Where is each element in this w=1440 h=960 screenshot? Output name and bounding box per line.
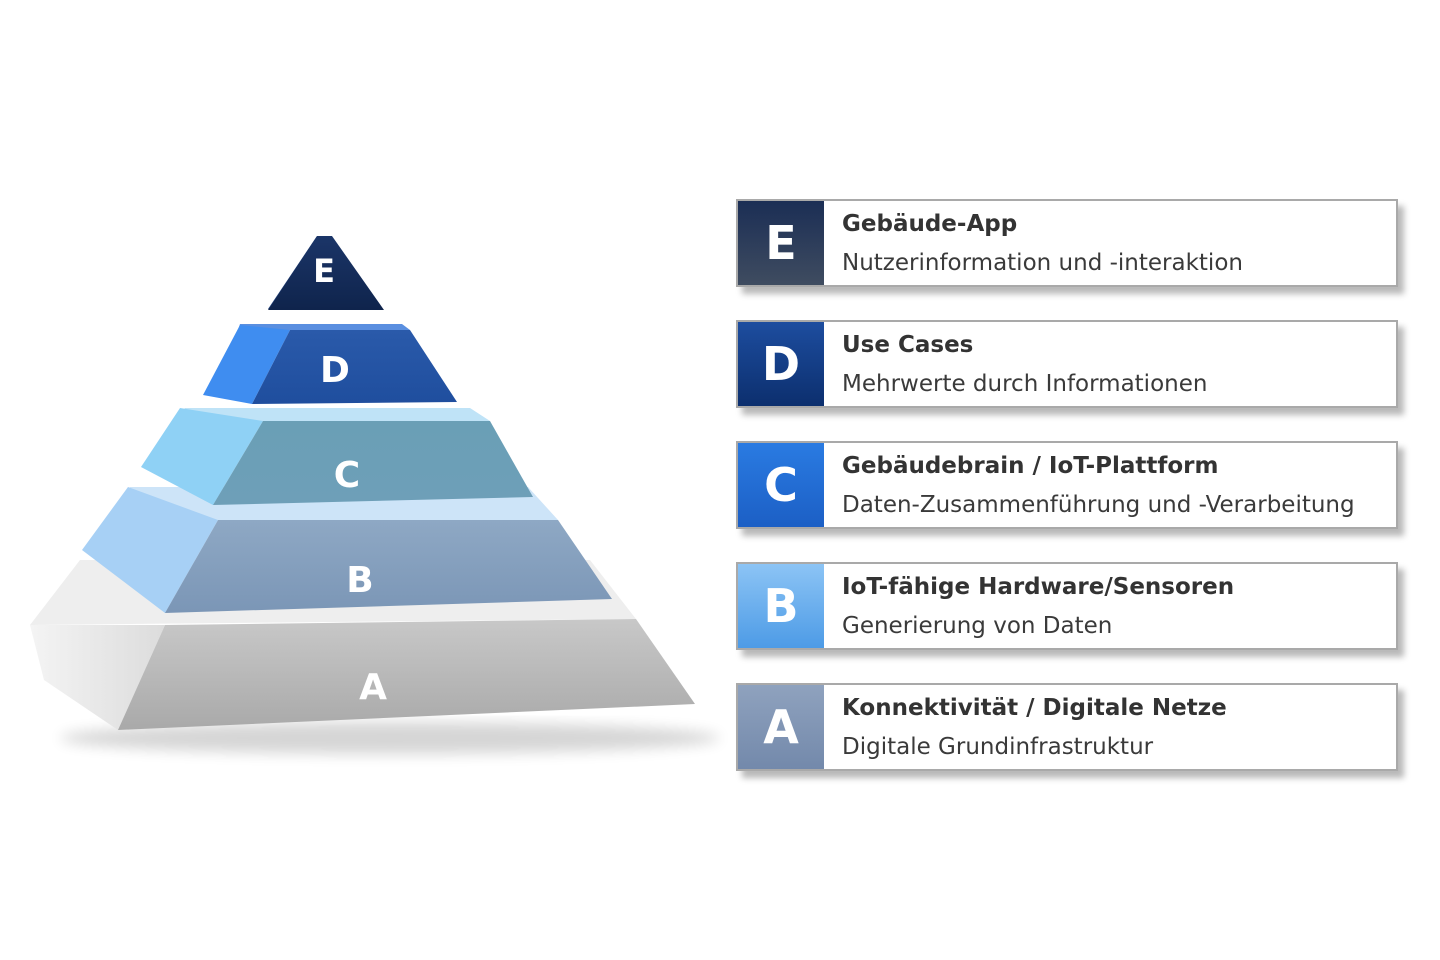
pyramid-level-e: E [268, 236, 384, 310]
legend-item-c: C Gebäudebrain / IoT-Plattform Daten-Zus… [736, 441, 1398, 529]
legend-item-d: D Use Cases Mehrwerte durch Informatione… [736, 320, 1398, 408]
level-b-left-face [82, 487, 218, 613]
pyramid-level-b: B [82, 487, 612, 613]
legend-subtitle-c: Daten-Zusammenführung und -Verarbeitung [842, 491, 1355, 518]
level-d-top [238, 324, 410, 330]
legend-subtitle-e: Nutzerinformation und -interaktion [842, 249, 1243, 276]
legend-item-e: E Gebäude-App Nutzerinformation und -int… [736, 199, 1398, 287]
level-c-top [175, 408, 490, 421]
legend-badge-b: B [738, 564, 824, 648]
legend-item-b: B IoT-fähige Hardware/Sensoren Generieru… [736, 562, 1398, 650]
level-a-front-face [118, 619, 695, 730]
legend-text-b: IoT-fähige Hardware/Sensoren Generierung… [824, 564, 1234, 648]
legend-text-d: Use Cases Mehrwerte durch Informationen [824, 322, 1207, 406]
legend-badge-c: C [738, 443, 824, 527]
legend-badge-a: A [738, 685, 824, 769]
legend-item-a: A Konnektivität / Digitale Netze Digital… [736, 683, 1398, 771]
legend-title-e: Gebäude-App [842, 210, 1018, 237]
level-e-front-face [268, 236, 384, 310]
pyramid-level-d: D [203, 324, 457, 404]
pyramid-letter-c: C [334, 455, 360, 496]
legend-title-c: Gebäudebrain / IoT-Plattform [842, 452, 1219, 479]
legend-title-d: Use Cases [842, 331, 974, 358]
legend-text-c: Gebäudebrain / IoT-Plattform Daten-Zusam… [824, 443, 1355, 527]
pyramid-letter-d: D [320, 350, 350, 391]
legend-title-b: IoT-fähige Hardware/Sensoren [842, 573, 1235, 600]
pyramid-shadow [60, 722, 720, 754]
pyramid-letter-e: E [313, 252, 335, 290]
legend-subtitle-a: Digitale Grundinfrastruktur [842, 733, 1154, 760]
pyramid-diagram: A B C D E [30, 236, 720, 754]
legend-subtitle-d: Mehrwerte durch Informationen [842, 370, 1208, 397]
level-d-left-face [203, 325, 290, 404]
legend-badge-d: D [738, 322, 824, 406]
legend-text-e: Gebäude-App Nutzerinformation und -inter… [824, 201, 1243, 285]
pyramid-level-c: C [141, 408, 533, 505]
level-c-left-face [141, 408, 263, 505]
level-a-left-face [30, 625, 165, 730]
level-c-front-face [213, 421, 533, 505]
legend-badge-e: E [738, 201, 824, 285]
pyramid-letter-b: B [346, 560, 373, 601]
level-d-front-face [252, 330, 457, 404]
level-b-front-face [165, 520, 612, 613]
legend-text-a: Konnektivität / Digitale Netze Digitale … [824, 685, 1227, 769]
legend-title-a: Konnektivität / Digitale Netze [842, 694, 1227, 721]
legend-subtitle-b: Generierung von Daten [842, 612, 1113, 639]
pyramid-letter-a: A [359, 667, 387, 708]
